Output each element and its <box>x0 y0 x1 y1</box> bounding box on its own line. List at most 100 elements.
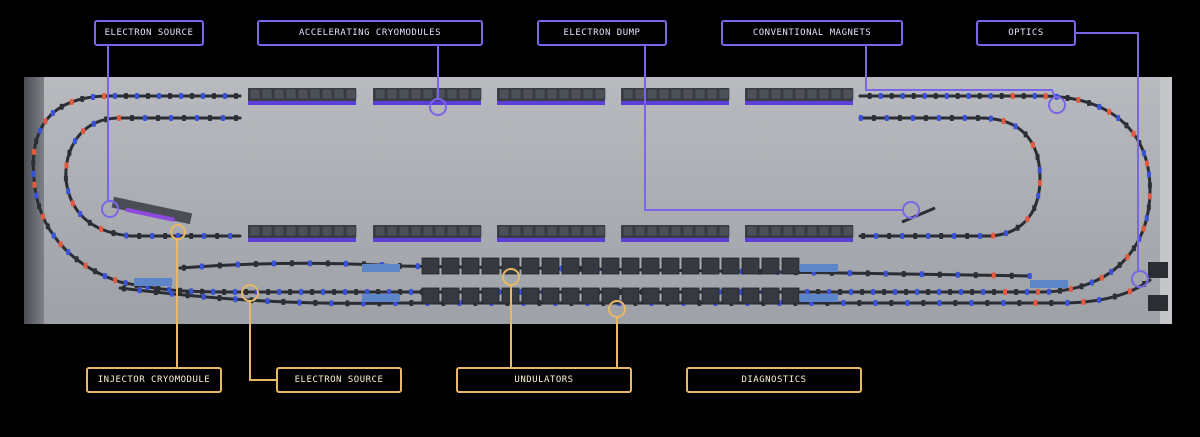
quadrupole-magnet <box>976 115 980 121</box>
quadrupole-magnet <box>290 260 294 266</box>
quadrupole-magnet <box>959 289 963 295</box>
dipole-magnet <box>1076 97 1080 103</box>
quadrupole-magnet <box>956 93 960 99</box>
cryomodule-cell <box>623 89 633 99</box>
cryomodule-cell <box>286 89 296 99</box>
cryomodule-cell <box>459 226 469 236</box>
quadrupole-magnet <box>981 289 985 295</box>
quadrupole-magnet <box>898 115 902 121</box>
undulator-upper <box>602 258 619 274</box>
quadrupole-magnet <box>217 295 221 301</box>
cryomodule-beamline-highlight <box>745 101 853 105</box>
quadrupole-magnet <box>212 93 216 99</box>
quadrupole-magnet <box>138 287 142 293</box>
quadrupole-magnet <box>950 115 954 121</box>
undulator-lower <box>742 288 759 304</box>
quadrupole-magnet <box>1010 273 1014 279</box>
quadrupole-magnet <box>1145 215 1149 221</box>
cryomodule-cell <box>559 226 569 236</box>
cryomodule-cell <box>387 226 397 236</box>
cryomodule-cell <box>671 89 681 99</box>
quadrupole-magnet <box>937 289 941 295</box>
cryomodule-cell <box>747 226 757 236</box>
cryomodule-cell <box>571 226 581 236</box>
undulator-lower <box>702 288 719 304</box>
label-optics: OPTICS <box>976 20 1076 46</box>
quadrupole-magnet <box>1016 225 1020 231</box>
quadrupole-magnet <box>233 289 237 295</box>
quadrupole-magnet <box>51 110 55 116</box>
quadrupole-magnet <box>866 270 870 276</box>
quadrupole-magnet <box>905 300 909 306</box>
quadrupole-magnet <box>938 272 942 278</box>
quadrupole-magnet <box>182 265 186 271</box>
quadrupole-magnet <box>969 300 973 306</box>
quadrupole-magnet <box>965 233 969 239</box>
quadrupole-magnet <box>266 289 270 295</box>
quadrupole-magnet <box>921 300 925 306</box>
quadrupole-magnet <box>211 289 215 295</box>
cryomodule-cell <box>435 89 445 99</box>
cryomodule-cell <box>310 89 320 99</box>
dipole-magnet <box>84 263 88 269</box>
cryomodule-cell <box>250 226 260 236</box>
cryomodule-cell <box>759 226 769 236</box>
cryomodule-cell <box>411 226 421 236</box>
cryomodule-cell <box>447 89 457 99</box>
quadrupole-magnet <box>937 115 941 121</box>
cryomodule-cell <box>471 226 481 236</box>
dipole-magnet <box>32 182 36 188</box>
quadrupole-magnet <box>884 271 888 277</box>
cryomodule-cell <box>423 89 433 99</box>
dipole-magnet <box>59 241 63 247</box>
quadrupole-magnet <box>841 300 845 306</box>
undulator-upper <box>782 258 799 274</box>
quadrupole-magnet <box>124 280 128 286</box>
label-diagnostics: DIAGNOSTICS <box>686 367 862 393</box>
quadrupole-magnet <box>1049 300 1053 306</box>
quadrupole-magnet <box>91 94 95 100</box>
quadrupole-magnet <box>236 262 240 268</box>
undulator-upper <box>542 258 559 274</box>
quadrupole-magnet <box>859 115 863 121</box>
quadrupole-magnet <box>189 233 193 239</box>
quadrupole-magnet <box>873 300 877 306</box>
label-conventional-magnets: CONVENTIONAL MAGNETS <box>721 20 903 46</box>
diagnostic-segment-lower <box>362 294 400 302</box>
dipole-magnet <box>1148 193 1152 199</box>
cryomodule-cell <box>547 89 557 99</box>
dipole-magnet <box>1025 216 1029 222</box>
cryomodule-beamline-highlight <box>497 101 605 105</box>
quadrupole-magnet <box>135 93 139 99</box>
cryomodule-cell <box>819 226 829 236</box>
quadrupole-magnet <box>900 233 904 239</box>
cryomodule-cell <box>346 226 356 236</box>
cryomodule-cell <box>635 226 645 236</box>
cryomodule-cell <box>334 226 344 236</box>
undulator-lower <box>782 288 799 304</box>
quadrupole-magnet <box>75 256 79 262</box>
diagnostic-segment-upper <box>800 264 838 272</box>
dipole-magnet <box>1069 286 1073 292</box>
quadrupole-magnet <box>871 289 875 295</box>
undulator-lower <box>762 288 779 304</box>
quadrupole-magnet <box>1013 123 1017 129</box>
quadrupole-magnet <box>80 96 84 102</box>
cryomodule-cell <box>523 89 533 99</box>
quadrupole-magnet <box>915 289 919 295</box>
cryomodule-cell <box>683 89 693 99</box>
cryomodule-cell <box>719 226 729 236</box>
cryomodule-beamline-highlight <box>373 101 481 105</box>
cryomodule-cell <box>771 226 781 236</box>
cryomodule-beamline-highlight <box>248 101 356 105</box>
cryomodule-cell <box>831 89 841 99</box>
quadrupole-magnet <box>182 115 186 121</box>
quadrupole-magnet <box>838 289 842 295</box>
quadrupole-magnet <box>233 296 237 302</box>
quadrupole-magnet <box>169 115 173 121</box>
quadrupole-magnet <box>1090 279 1094 285</box>
cryomodule-cell <box>322 89 332 99</box>
dipole-magnet <box>41 214 45 220</box>
undulator-lower <box>582 288 599 304</box>
cryomodule-cell <box>511 226 521 236</box>
